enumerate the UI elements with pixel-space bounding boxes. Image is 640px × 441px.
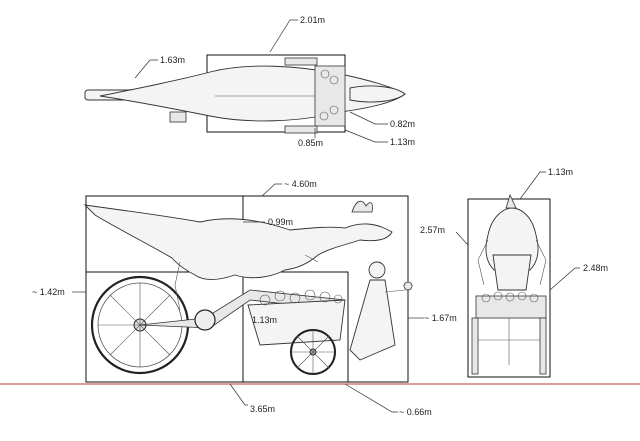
top-front-wheel-left bbox=[284, 57, 318, 66]
top-pedal bbox=[169, 111, 187, 123]
front-wheel-left bbox=[471, 317, 479, 375]
dinosaur-crest bbox=[351, 200, 373, 213]
top-head bbox=[349, 85, 406, 103]
dim-side-left-height: ~ 1.42m bbox=[32, 287, 65, 297]
dim-top-front: 1.63m bbox=[160, 55, 185, 65]
front-body bbox=[492, 254, 532, 291]
side-flowers bbox=[259, 289, 343, 306]
top-cart bbox=[314, 65, 346, 127]
dim-front-width: 1.13m bbox=[548, 167, 573, 177]
dim-side-total: ~ 4.60m bbox=[284, 179, 317, 189]
dim-top-length: 2.01m bbox=[300, 15, 325, 25]
dim-ground-offset: ~ 0.66m bbox=[399, 407, 432, 417]
top-view: 2.01m 1.63m 0.82m 0.85m 1.13m bbox=[84, 15, 415, 148]
dim-front-left-height: 2.57m bbox=[420, 225, 445, 235]
dinosaur-leg bbox=[174, 261, 181, 311]
top-front-wheel-right bbox=[284, 125, 318, 134]
side-cart bbox=[247, 299, 346, 346]
front-wheel-right bbox=[539, 317, 547, 375]
girl-with-flower bbox=[349, 261, 413, 361]
dim-top-width-b: 0.85m bbox=[298, 138, 323, 148]
front-dinosaur bbox=[485, 207, 539, 271]
dim-side-right-height: ~ 1.67m bbox=[424, 313, 457, 323]
dim-top-width-a: 0.82m bbox=[390, 119, 415, 129]
dinosaur-rider bbox=[83, 204, 393, 280]
front-cart bbox=[475, 295, 547, 319]
dim-top-width-c: 1.13m bbox=[390, 137, 415, 147]
crank bbox=[194, 309, 216, 331]
rear-wheel bbox=[90, 275, 190, 375]
front-view: 1.13m 2.57m 2.48m bbox=[420, 167, 608, 378]
side-view: ~ 4.60m 0.99m ~ 1.42m 1.13m ~ 1.67m bbox=[32, 179, 457, 383]
front-wheel bbox=[290, 329, 336, 375]
dim-ground-length: 3.65m bbox=[250, 404, 275, 414]
dim-side-upper: 0.99m bbox=[268, 217, 293, 227]
dim-side-mid: 1.13m bbox=[252, 315, 277, 325]
dim-front-right-height: 2.48m bbox=[583, 263, 608, 273]
